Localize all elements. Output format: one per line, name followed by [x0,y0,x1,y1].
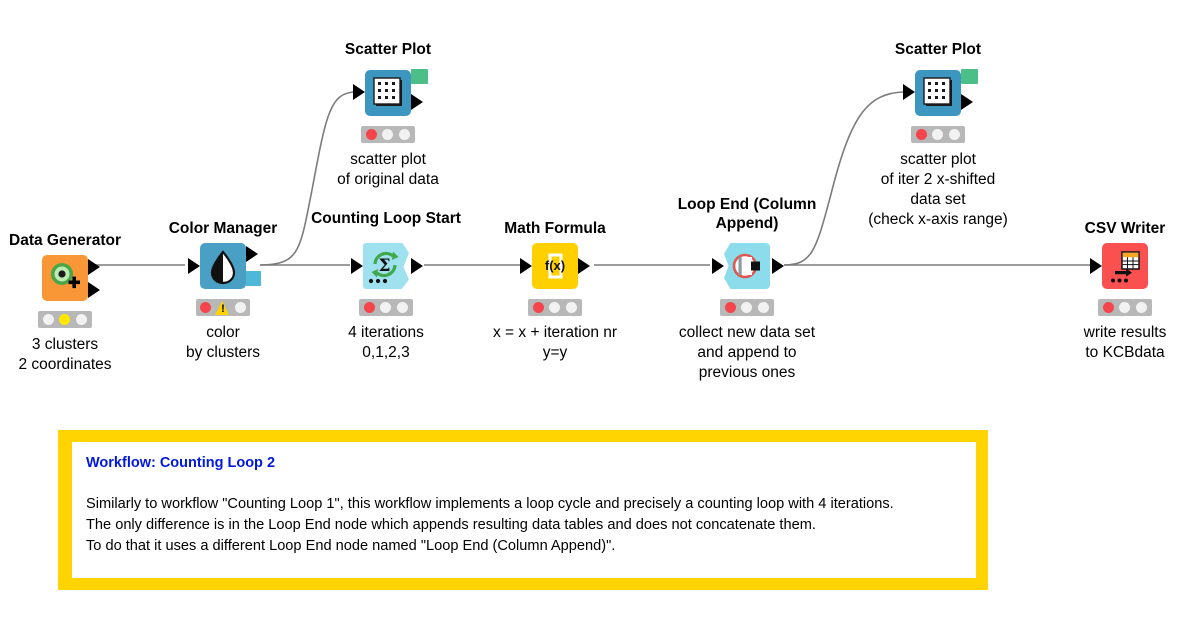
counting-loop-start-icon: Σ [368,251,399,284]
node-status-lights [1098,299,1152,316]
node-status-lights [720,299,774,316]
node-title: Color Manager [168,220,278,237]
node-status-lights [911,126,965,143]
math-formula-icon: f(x) [545,253,565,279]
input-port-1[interactable] [520,258,532,274]
status-light-green [234,302,246,313]
node-status-lights [359,299,413,316]
status-light-green [566,302,578,313]
output-port-1[interactable] [411,94,423,110]
input-port-1[interactable] [351,258,363,274]
status-light-red [724,302,736,313]
input-port-1[interactable] [712,258,724,274]
color-droplet-icon [210,250,236,285]
output-port-2-model[interactable] [246,271,261,286]
status-light-red [200,302,212,313]
csv-writer-icon [1111,251,1140,283]
svg-text:f(x): f(x) [545,258,565,273]
node-icon-body[interactable] [1102,243,1148,289]
node-description: color by clusters [185,324,261,361]
node-title: CSV Writer [1084,220,1166,237]
output-port-1[interactable] [961,94,973,110]
status-light-yellow [59,314,71,325]
node-description: scatter plot of original data [337,151,439,188]
input-port-1[interactable] [903,84,915,100]
output-port-1[interactable] [88,259,100,275]
status-light-red [532,302,544,313]
warning-icon: ! [215,300,230,315]
node-title: Math Formula [504,220,606,237]
status-light-yellow [382,129,394,140]
workflow-annotation[interactable]: Workflow: Counting Loop 2 Similarly to w… [58,430,988,590]
node-title: Loop End (Column Append) [677,196,817,232]
node-icon-body[interactable] [724,243,770,289]
node-title: Counting Loop Start [311,210,461,227]
node-description: write results to KCBdata [1083,324,1167,361]
status-light-yellow [549,302,561,313]
node-icon-body[interactable] [42,255,88,301]
svg-text:Σ: Σ [378,256,390,276]
input-port-1[interactable] [188,258,200,274]
status-light-green [397,302,409,313]
node-description: scatter plot of iter 2 x-shifted data se… [868,151,1008,228]
node-description: 4 iterations 0,1,2,3 [348,324,424,361]
output-port-1[interactable] [772,258,784,274]
status-light-green [949,129,961,140]
node-icon-body[interactable] [915,70,961,116]
output-port-1[interactable] [246,246,258,262]
node-description: x = x + iteration nr y=y [492,324,618,361]
input-port-1[interactable] [353,84,365,100]
status-light-red [1102,302,1114,313]
node-description: 3 clusters 2 coordinates [18,336,112,373]
status-light-red [363,302,375,313]
annotation-inner: Workflow: Counting Loop 2 Similarly to w… [72,442,976,578]
node-icon-body[interactable]: Σ [363,243,409,289]
status-light-yellow [932,129,944,140]
status-light-red [915,129,927,140]
node-icon-body[interactable]: f(x) [532,243,578,289]
loop-end-icon [732,253,760,279]
status-light-red [365,129,377,140]
status-light-green [758,302,770,313]
scatter-plot-icon [373,77,402,106]
input-port-1[interactable] [1090,258,1102,274]
scatter-plot-icon [923,77,952,106]
annotation-title: Workflow: Counting Loop 2 [86,455,276,471]
status-light-red [42,314,54,325]
output-port-2[interactable] [88,282,100,298]
node-status-lights: ! [196,299,250,316]
warning-exclamation: ! [221,302,225,315]
warning-triangle [215,300,230,315]
output-port-1[interactable] [411,258,423,274]
status-light-yellow [380,302,392,313]
target-plus-icon [51,263,80,289]
annotation-body: Similarly to workflow "Counting Loop 1",… [86,496,894,554]
output-port-1[interactable] [578,258,590,274]
node-title: Data Generator [9,232,121,249]
status-light-yellow [741,302,753,313]
node-icon-body[interactable] [365,70,411,116]
status-light-green [1136,302,1148,313]
status-light-green [399,129,411,140]
node-status-lights [38,311,92,328]
node-description: collect new data set and append to previ… [678,324,816,381]
status-light-green [76,314,88,325]
node-icon-body[interactable] [200,243,246,289]
output-port-image[interactable] [411,69,428,84]
status-light-yellow [1119,302,1131,313]
node-title: Scatter Plot [344,41,432,58]
node-status-lights [361,126,415,143]
node-status-lights [528,299,582,316]
output-port-image[interactable] [961,69,978,84]
node-title: Scatter Plot [894,41,982,58]
